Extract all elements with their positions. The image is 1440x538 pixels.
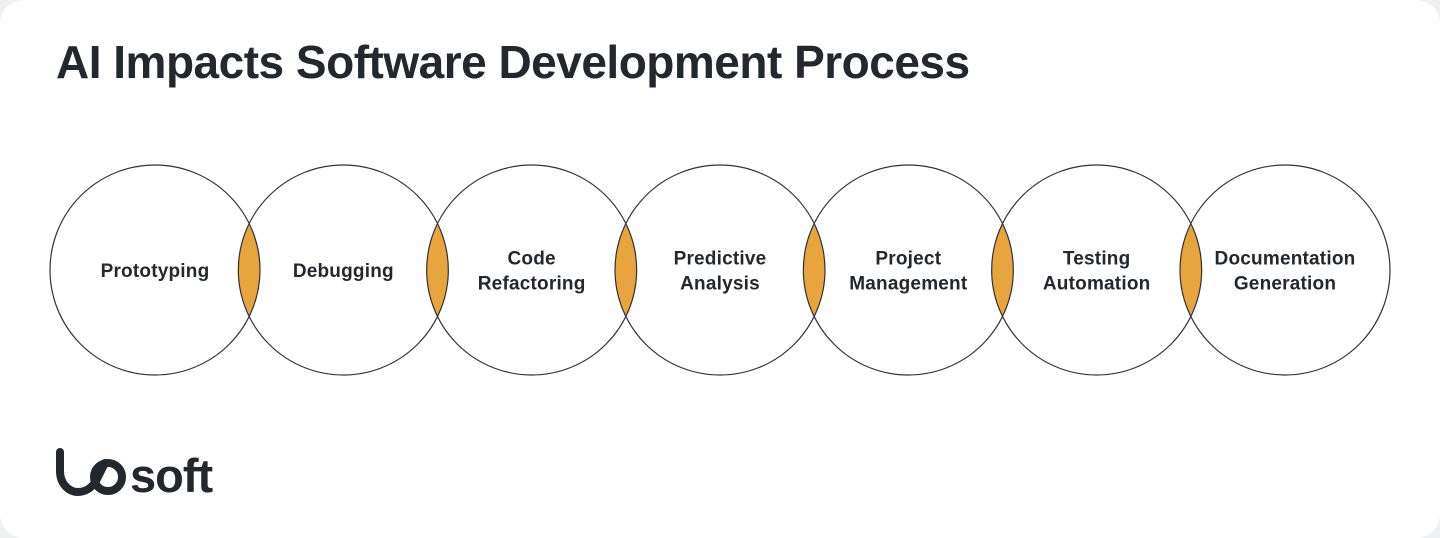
lasoft-wordmark-text: soft (130, 449, 214, 502)
overlap-lens-4-5 (803, 223, 825, 317)
process-circle-testing-automation (991, 164, 1203, 376)
page-title: AI Impacts Software Development Process (56, 36, 970, 88)
process-label-prototyping: Prototyping (101, 261, 210, 282)
process-circle-predictive-analysis (614, 164, 826, 376)
process-circle-project-management (802, 164, 1014, 376)
overlap-lens-6-7 (1179, 223, 1202, 317)
overlap-lens-5-6 (991, 223, 1014, 317)
process-circle-documentation-generation (1179, 164, 1391, 376)
process-circle-debugging (237, 164, 449, 376)
process-label-debugging: Debugging (293, 261, 394, 282)
overlap-lens-3-4 (614, 223, 637, 317)
overlap-lens-2-3 (426, 223, 449, 317)
lasoft-ligature-a-icon (90, 459, 126, 495)
process-circle-prototyping (49, 164, 261, 376)
lasoft-logo: soft (56, 448, 215, 502)
process-circle-code-refactoring (426, 164, 638, 376)
overlap-lens-1-2 (238, 223, 261, 317)
